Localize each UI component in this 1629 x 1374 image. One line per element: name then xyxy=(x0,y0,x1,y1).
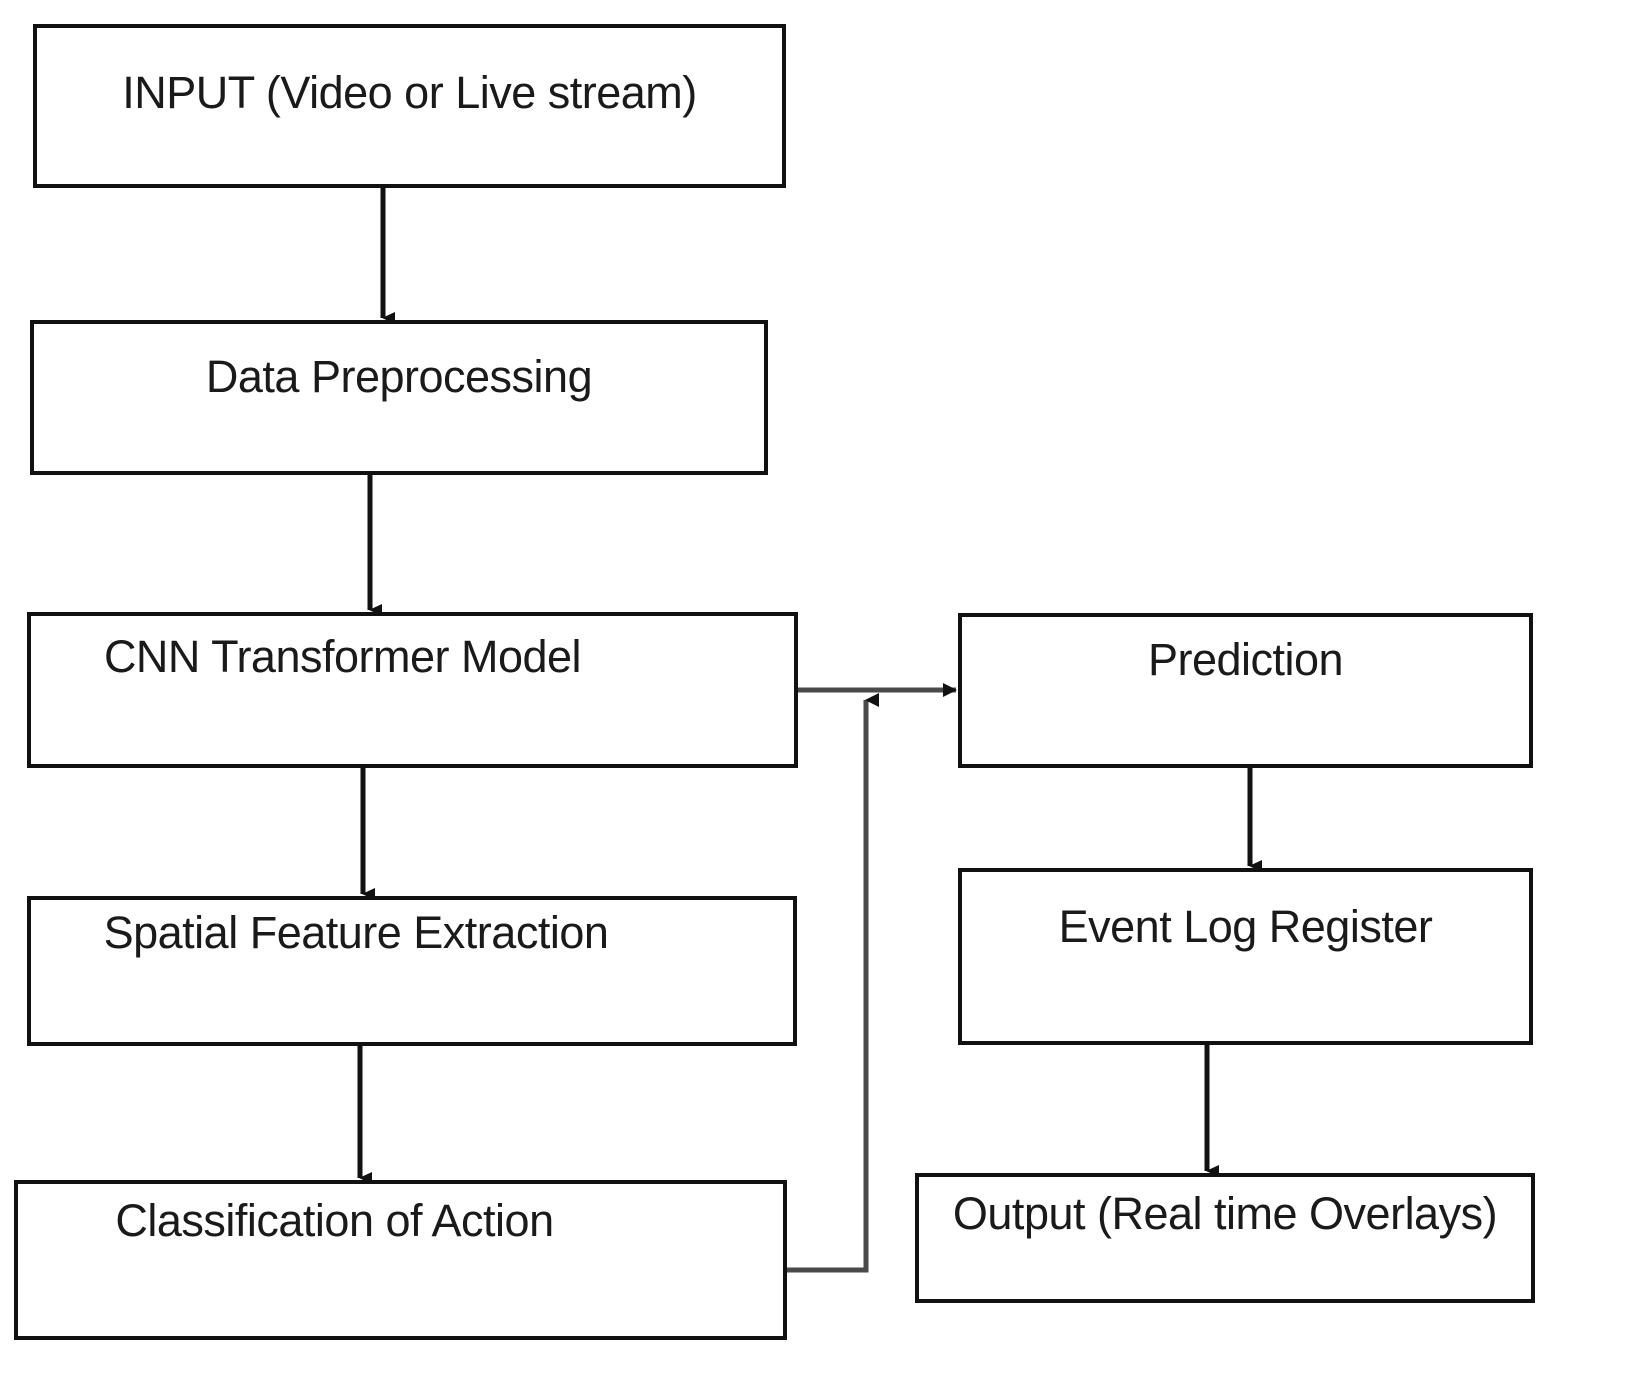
node-spatial-feature-extraction[interactable]: Spatial Feature Extraction xyxy=(27,896,797,1046)
node-event-log-register-label: Event Log Register xyxy=(1058,901,1433,952)
node-output-real-time-overlays[interactable]: Output (Real time Overlays) xyxy=(915,1173,1535,1303)
node-input[interactable]: INPUT (Video or Live stream) xyxy=(33,24,786,188)
node-output-real-time-overlays-label: Output (Real time Overlays) xyxy=(952,1188,1498,1239)
node-input-label: INPUT (Video or Live stream) xyxy=(122,67,697,118)
node-classification-of-action-label: Classification of Action xyxy=(115,1195,554,1246)
node-cnn-transformer-model[interactable]: CNN Transformer Model xyxy=(27,612,798,768)
node-event-log-register[interactable]: Event Log Register xyxy=(958,868,1533,1045)
node-classification-of-action[interactable]: Classification of Action xyxy=(14,1180,787,1340)
node-prediction[interactable]: Prediction xyxy=(958,613,1533,768)
node-data-preprocessing[interactable]: Data Preprocessing xyxy=(30,320,768,475)
edge-classification-feedback-to-prediction xyxy=(787,693,879,1273)
node-prediction-label: Prediction xyxy=(1147,634,1344,685)
node-data-preprocessing-label: Data Preprocessing xyxy=(205,351,593,402)
node-cnn-transformer-model-label: CNN Transformer Model xyxy=(103,631,582,682)
node-spatial-feature-extraction-label: Spatial Feature Extraction xyxy=(103,907,609,958)
